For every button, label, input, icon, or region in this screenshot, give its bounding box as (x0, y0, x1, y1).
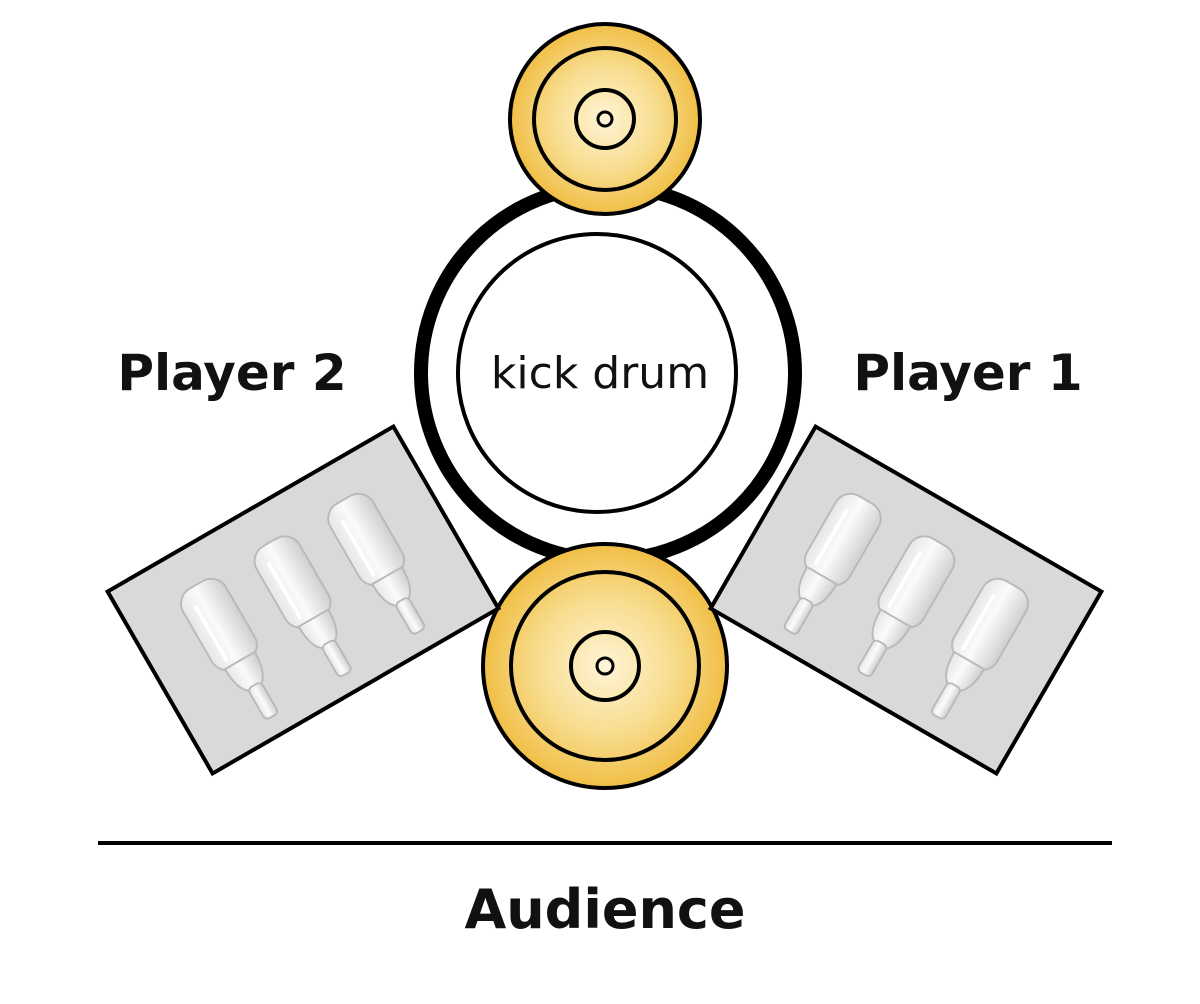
cymbal-top (508, 22, 702, 216)
cymbal-bottom (481, 542, 729, 790)
player-1-label: Player 1 (853, 344, 1082, 402)
cymbal-icon (508, 22, 702, 216)
bottle-tray-left (104, 423, 502, 777)
bottle-tray-right (707, 423, 1105, 777)
kick-drum: kick drum (414, 179, 802, 567)
kick-drum-label: kick drum (491, 348, 709, 399)
audience-label: Audience (464, 878, 745, 941)
player-2-label: Player 2 (117, 344, 346, 402)
kick-drum-icon (456, 232, 738, 514)
cymbal-icon (481, 542, 729, 790)
